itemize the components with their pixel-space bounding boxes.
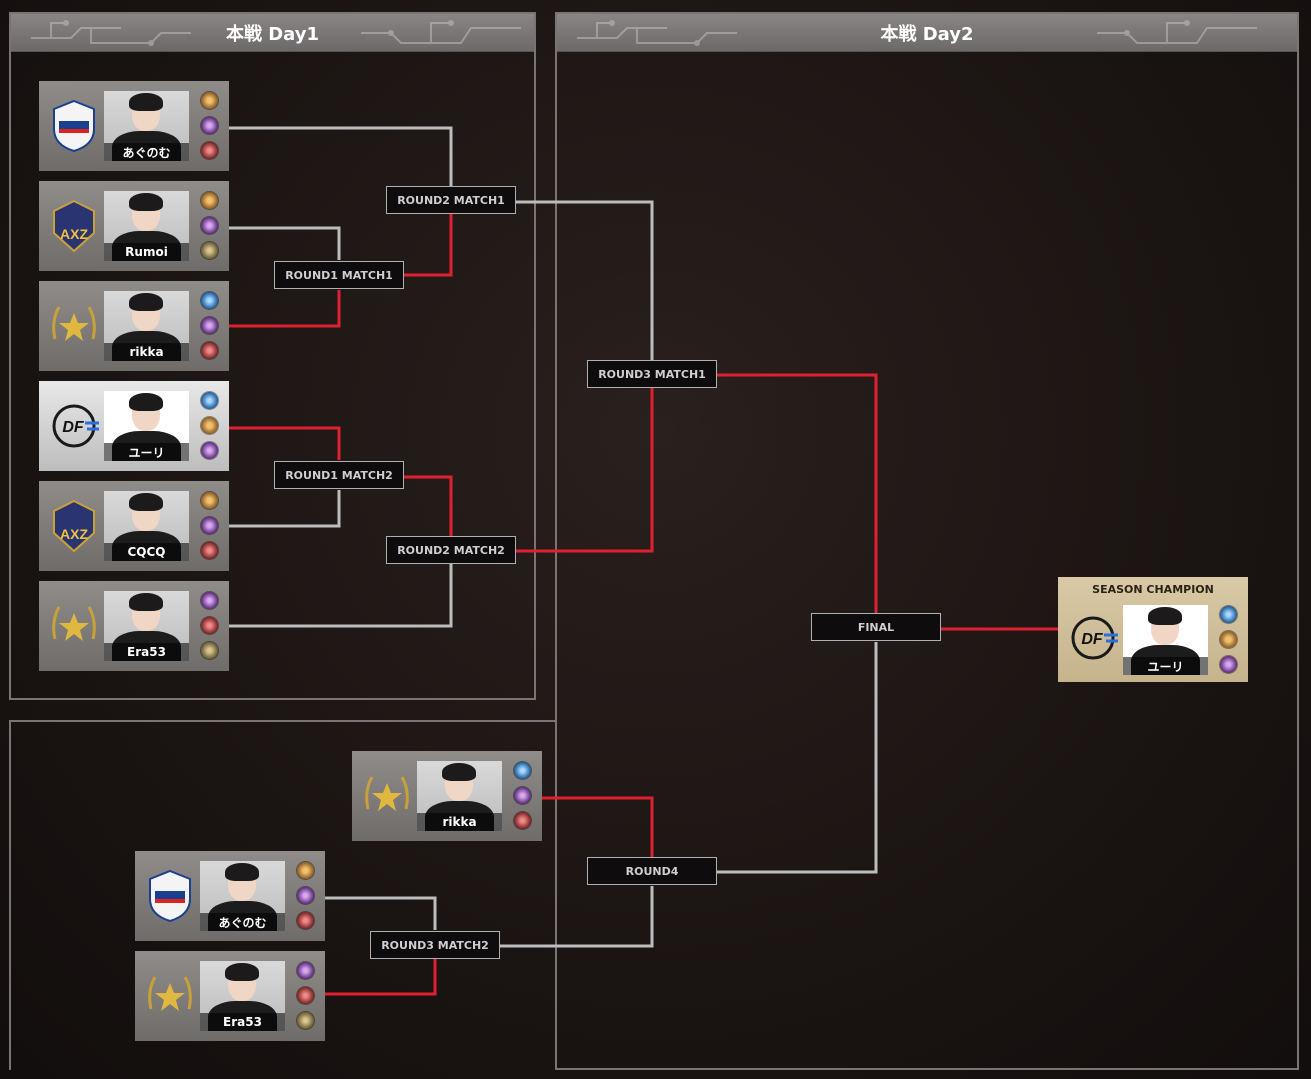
blue-rank-icon — [514, 762, 531, 779]
sapporo-icon — [365, 776, 409, 811]
marinos-icon — [53, 99, 95, 153]
sapporo-icon — [52, 306, 96, 341]
red-rank-icon — [201, 542, 218, 559]
match-final[interactable]: FINAL — [811, 613, 941, 641]
purple-rank-icon — [297, 962, 314, 979]
red-rank-icon — [297, 987, 314, 1004]
player-name: あぐのむ — [104, 143, 189, 161]
svg-text:AXZ: AXZ — [60, 226, 88, 242]
red-rank-icon — [297, 912, 314, 929]
player-name: Rumoi — [104, 243, 189, 261]
player-card[interactable]: DF ユーリ — [39, 381, 229, 471]
lower-bracket-frame — [9, 720, 557, 1070]
season-champion-card[interactable]: SEASON CHAMPION DF ユーリ — [1058, 577, 1248, 682]
purple-rank-icon — [201, 517, 218, 534]
match-round2-match1[interactable]: ROUND2 MATCH1 — [386, 186, 516, 214]
purple-rank-icon — [201, 217, 218, 234]
gold-rank-icon — [201, 192, 218, 209]
player-name: rikka — [417, 813, 502, 831]
blue-rank-icon — [201, 392, 218, 409]
red-rank-icon — [201, 617, 218, 634]
day1-header: 本戦 Day1 — [11, 14, 534, 52]
circuit-decoration-icon — [1097, 20, 1257, 44]
svg-text:AXZ: AXZ — [60, 526, 88, 542]
purple-rank-icon — [201, 117, 218, 134]
gold-rank-icon — [201, 417, 218, 434]
match-round1-match2[interactable]: ROUND1 MATCH2 — [274, 461, 404, 489]
day2-header: 本戦 Day2 — [557, 14, 1297, 52]
player-name: Era53 — [200, 1013, 285, 1031]
red-rank-icon — [201, 342, 218, 359]
dfm-icon: DF — [52, 404, 99, 448]
player-name: Era53 — [104, 643, 189, 661]
gold-rank-icon — [297, 862, 314, 879]
gold-rank-icon — [201, 92, 218, 109]
purple-rank-icon — [201, 592, 218, 609]
day2-title: 本戦 Day2 — [880, 23, 974, 45]
player-card[interactable]: rikka — [39, 281, 229, 371]
svg-text:DF: DF — [62, 419, 85, 436]
dfm-icon: DF — [1071, 616, 1118, 660]
olive-rank-icon — [201, 242, 218, 259]
champion-title: SEASON CHAMPION — [1092, 583, 1214, 596]
player-card[interactable]: あぐのむ — [135, 851, 325, 941]
player-name: ユーリ — [104, 443, 189, 461]
circuit-decoration-icon — [577, 20, 737, 46]
purple-rank-icon — [201, 317, 218, 334]
match-round4[interactable]: ROUND4 — [587, 857, 717, 885]
player-card[interactable]: rikka — [352, 751, 542, 841]
purple-rank-icon — [201, 442, 218, 459]
gold-rank-icon — [1220, 631, 1237, 648]
champion-name: ユーリ — [1123, 657, 1208, 675]
olive-rank-icon — [297, 1012, 314, 1029]
sapporo-icon — [148, 976, 192, 1011]
day2-frame — [555, 12, 1299, 1070]
sapporo-icon — [52, 606, 96, 641]
circuit-decoration-icon — [31, 20, 191, 46]
day1-frame — [9, 12, 536, 700]
circuit-decoration-icon — [361, 20, 521, 44]
axiz-icon: AXZ — [53, 499, 95, 553]
svg-text:DF: DF — [1081, 631, 1104, 648]
match-round3-match2[interactable]: ROUND3 MATCH2 — [370, 931, 500, 959]
blue-rank-icon — [201, 292, 218, 309]
match-round3-match1[interactable]: ROUND3 MATCH1 — [587, 360, 717, 388]
player-card[interactable]: AXZ Rumoi — [39, 181, 229, 271]
player-name: あぐのむ — [200, 913, 285, 931]
player-name: CQCQ — [104, 543, 189, 561]
purple-rank-icon — [1220, 656, 1237, 673]
axiz-icon: AXZ — [53, 199, 95, 253]
match-round1-match1[interactable]: ROUND1 MATCH1 — [274, 261, 404, 289]
player-card[interactable]: Era53 — [39, 581, 229, 671]
player-card[interactable]: AXZ CQCQ — [39, 481, 229, 571]
player-card[interactable]: Era53 — [135, 951, 325, 1041]
olive-rank-icon — [201, 642, 218, 659]
purple-rank-icon — [514, 787, 531, 804]
blue-rank-icon — [1220, 606, 1237, 623]
day1-title: 本戦 Day1 — [225, 23, 320, 45]
match-round2-match2[interactable]: ROUND2 MATCH2 — [386, 536, 516, 564]
marinos-icon — [149, 869, 191, 923]
player-card[interactable]: あぐのむ — [39, 81, 229, 171]
gold-rank-icon — [201, 492, 218, 509]
player-name: rikka — [104, 343, 189, 361]
red-rank-icon — [201, 142, 218, 159]
purple-rank-icon — [297, 887, 314, 904]
red-rank-icon — [514, 812, 531, 829]
